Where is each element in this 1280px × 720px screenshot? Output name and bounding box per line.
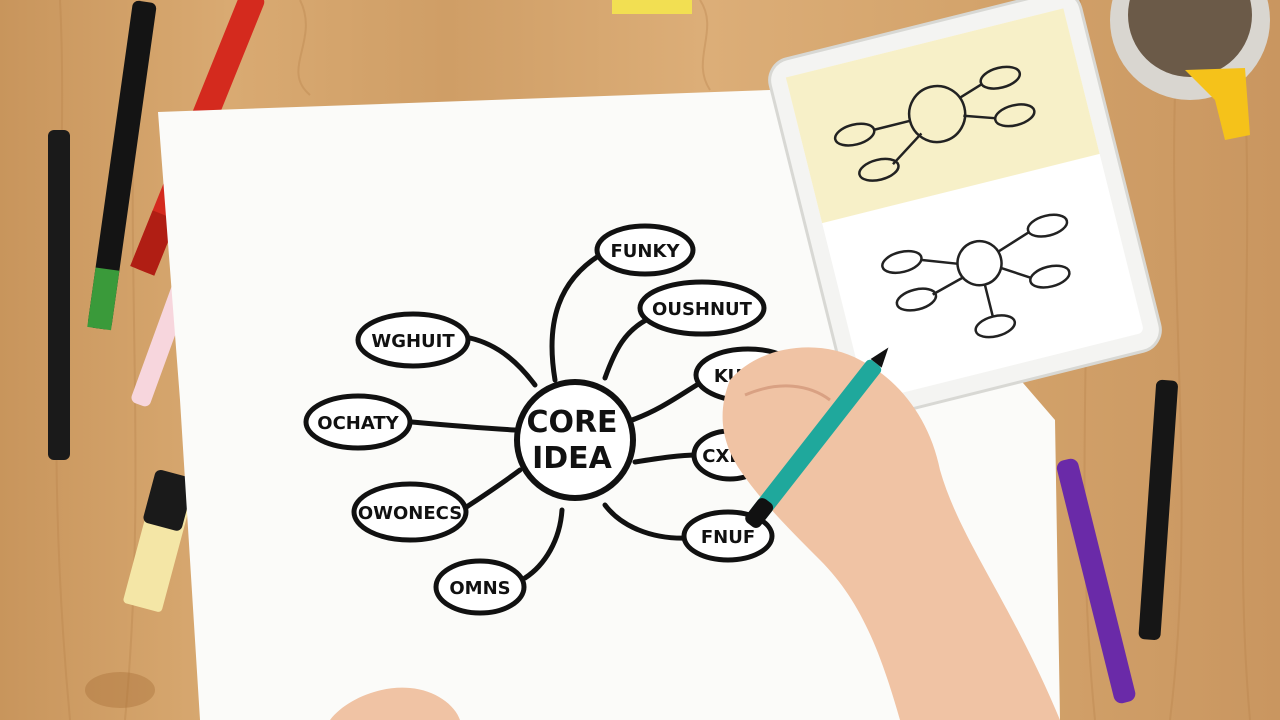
black-marker-icon xyxy=(48,130,70,460)
mindmap-node-upper-left: WGHUIT xyxy=(355,311,471,369)
svg-text:FNUF: FNUF xyxy=(701,527,755,548)
wood-knot xyxy=(85,672,155,708)
mindmap-node-lower-left: OWONECS xyxy=(351,481,469,543)
svg-text:OMNS: OMNS xyxy=(449,578,510,599)
hand-bottom xyxy=(330,687,460,720)
teal-marker-icon xyxy=(745,347,889,528)
glue-stick-icon xyxy=(123,469,194,612)
svg-text:WGHUIT: WGHUIT xyxy=(371,331,455,352)
black-pen-right-icon xyxy=(1138,379,1178,640)
mindmap-node-bottom: OMNS xyxy=(433,558,527,616)
svg-text:FUNKY: FUNKY xyxy=(611,241,681,262)
center-line1: CORE xyxy=(526,405,617,440)
coffee-mug-icon xyxy=(1110,0,1270,140)
sticky-note-top xyxy=(612,0,692,14)
svg-text:OUSHNUT: OUSHNUT xyxy=(652,299,753,320)
center-line2: IDEA xyxy=(532,441,613,476)
svg-text:OWONECS: OWONECS xyxy=(358,503,462,524)
svg-text:OCHATY: OCHATY xyxy=(317,413,399,434)
green-black-pen-icon xyxy=(87,0,157,331)
mindmap-node-left: OCHATY xyxy=(303,393,413,451)
tablet-mindmap-icon xyxy=(768,0,1162,421)
mindmap-connectors xyxy=(409,252,703,581)
mindmap-center: CORE IDEA xyxy=(514,379,636,501)
purple-pen-icon xyxy=(1056,458,1136,704)
mindmap-node-upper-right: OUSHNUT xyxy=(637,279,767,337)
mindmap-node-top: FUNKY xyxy=(594,223,696,277)
